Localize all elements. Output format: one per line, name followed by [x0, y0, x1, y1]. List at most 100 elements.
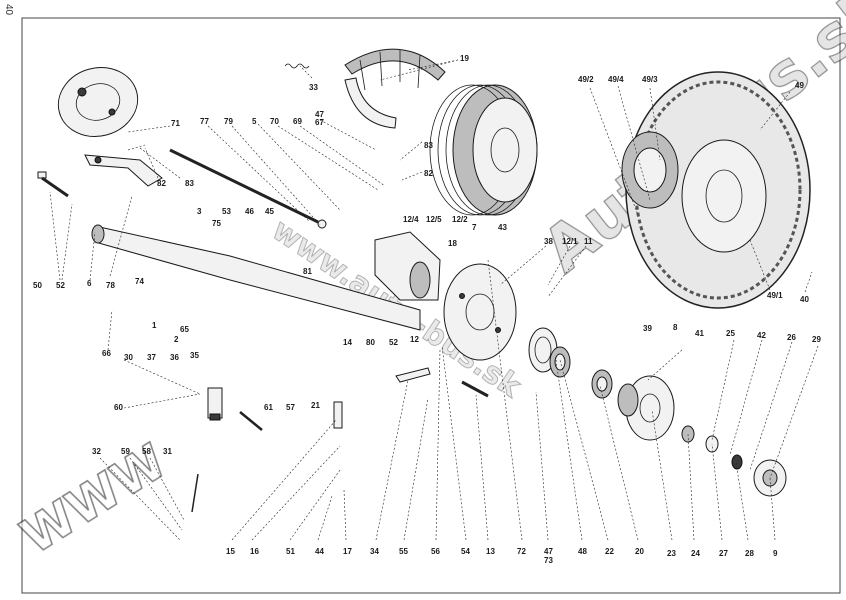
part-label: 25 [726, 329, 735, 338]
part-label: 60 [114, 403, 123, 412]
part-label: 58 [142, 447, 151, 456]
wheel-tire [621, 71, 811, 309]
part-label: 20 [635, 547, 644, 556]
bearing-48 [549, 346, 571, 378]
part-label: 74 [135, 277, 144, 286]
part-label: 49/3 [642, 75, 658, 84]
part-label: 67 [315, 118, 324, 127]
part-label: 32 [92, 447, 101, 456]
part-label: 12 [410, 335, 419, 344]
steering-knuckle [374, 231, 441, 301]
part-label: 16 [250, 547, 259, 556]
part-label: 77 [200, 117, 209, 126]
part-label: 52 [389, 338, 398, 347]
part-label: 8 [673, 323, 678, 332]
part-label: 5 [252, 117, 257, 126]
part-label: 40 [800, 295, 809, 304]
part-label: 36 [170, 353, 179, 362]
brake-anchor-plate [443, 263, 517, 361]
part-label: 33 [309, 83, 318, 92]
part-label: 3 [197, 207, 202, 216]
part-label: 12/5 [426, 215, 442, 224]
part-label: 11 [584, 237, 593, 246]
part-label: 37 [147, 353, 156, 362]
lever-34 [395, 367, 431, 383]
part-label: 49/1 [767, 291, 783, 300]
brake-shoes [344, 48, 446, 129]
part-label: 41 [695, 329, 704, 338]
part-label: 29 [812, 335, 821, 344]
axle-beam [91, 224, 421, 331]
part-label: 80 [366, 338, 375, 347]
leader-lines [49, 59, 819, 541]
part-label: 30 [124, 353, 133, 362]
part-label: 50 [33, 281, 42, 290]
brake-backing-plate [57, 67, 139, 137]
brake-drum [429, 84, 538, 216]
part-label: 83 [185, 179, 194, 188]
part-label: 78 [106, 281, 115, 290]
part-label: 22 [605, 547, 614, 556]
part-label: 59 [121, 447, 130, 456]
nut-28 [731, 454, 743, 470]
pin-21 [333, 401, 343, 429]
wheel-hub [617, 375, 675, 441]
part-label: 12/2 [452, 215, 468, 224]
part-label: 1 [152, 321, 157, 330]
part-label: 27 [719, 549, 728, 558]
part-label: 52 [56, 281, 65, 290]
part-label: 66 [102, 349, 111, 358]
part-label: 83 [424, 141, 433, 150]
part-label: 43 [498, 223, 507, 232]
part-label: 2 [174, 335, 179, 344]
part-label: 7 [472, 223, 477, 232]
part-number-labels: 33 19 47 67 71 77 79 5 70 69 83 82 83 82… [33, 54, 821, 565]
part-label: 19 [460, 54, 469, 63]
part-label: 48 [578, 547, 587, 556]
part-label: 55 [399, 547, 408, 556]
part-label: 6 [87, 279, 92, 288]
hub-nut-24 [681, 425, 695, 443]
part-label: 28 [745, 549, 754, 558]
part-label: 49/4 [608, 75, 624, 84]
part-label: 57 [286, 403, 295, 412]
bolt-50 [37, 171, 69, 198]
part-label: 71 [171, 119, 180, 128]
part-label: 73 [544, 556, 553, 565]
cotter-pin-31 [191, 473, 199, 513]
part-label: 47 [544, 547, 553, 556]
page-frame [21, 17, 841, 594]
part-label: 38 [544, 237, 553, 246]
grease-nipple-30 [207, 387, 223, 421]
part-label: 23 [667, 549, 676, 558]
bearing-20 [591, 369, 613, 399]
part-label: 39 [643, 324, 652, 333]
part-label: 72 [517, 547, 526, 556]
part-label: 24 [691, 549, 700, 558]
part-label: 42 [757, 331, 766, 340]
tie-rod [169, 148, 327, 229]
steering-arm [84, 154, 163, 187]
part-label: 61 [264, 403, 273, 412]
part-label: 81 [303, 267, 312, 276]
part-label: 34 [370, 547, 379, 556]
part-label: 47 [315, 110, 324, 119]
part-label: 82 [424, 169, 433, 178]
part-label: 51 [286, 547, 295, 556]
part-label: 79 [224, 117, 233, 126]
spring-33 [284, 63, 310, 69]
part-label: 46 [245, 207, 254, 216]
part-label: 18 [448, 239, 457, 248]
part-label: 53 [222, 207, 231, 216]
part-label: 17 [343, 547, 352, 556]
part-label: 56 [431, 547, 440, 556]
part-label: 45 [265, 207, 274, 216]
part-label: 49/2 [578, 75, 594, 84]
part-label: 82 [157, 179, 166, 188]
part-label: 65 [180, 325, 189, 334]
part-label: 35 [190, 351, 199, 360]
part-label: 14 [343, 338, 352, 347]
bolt-13 [461, 380, 489, 398]
part-label: 75 [212, 219, 221, 228]
